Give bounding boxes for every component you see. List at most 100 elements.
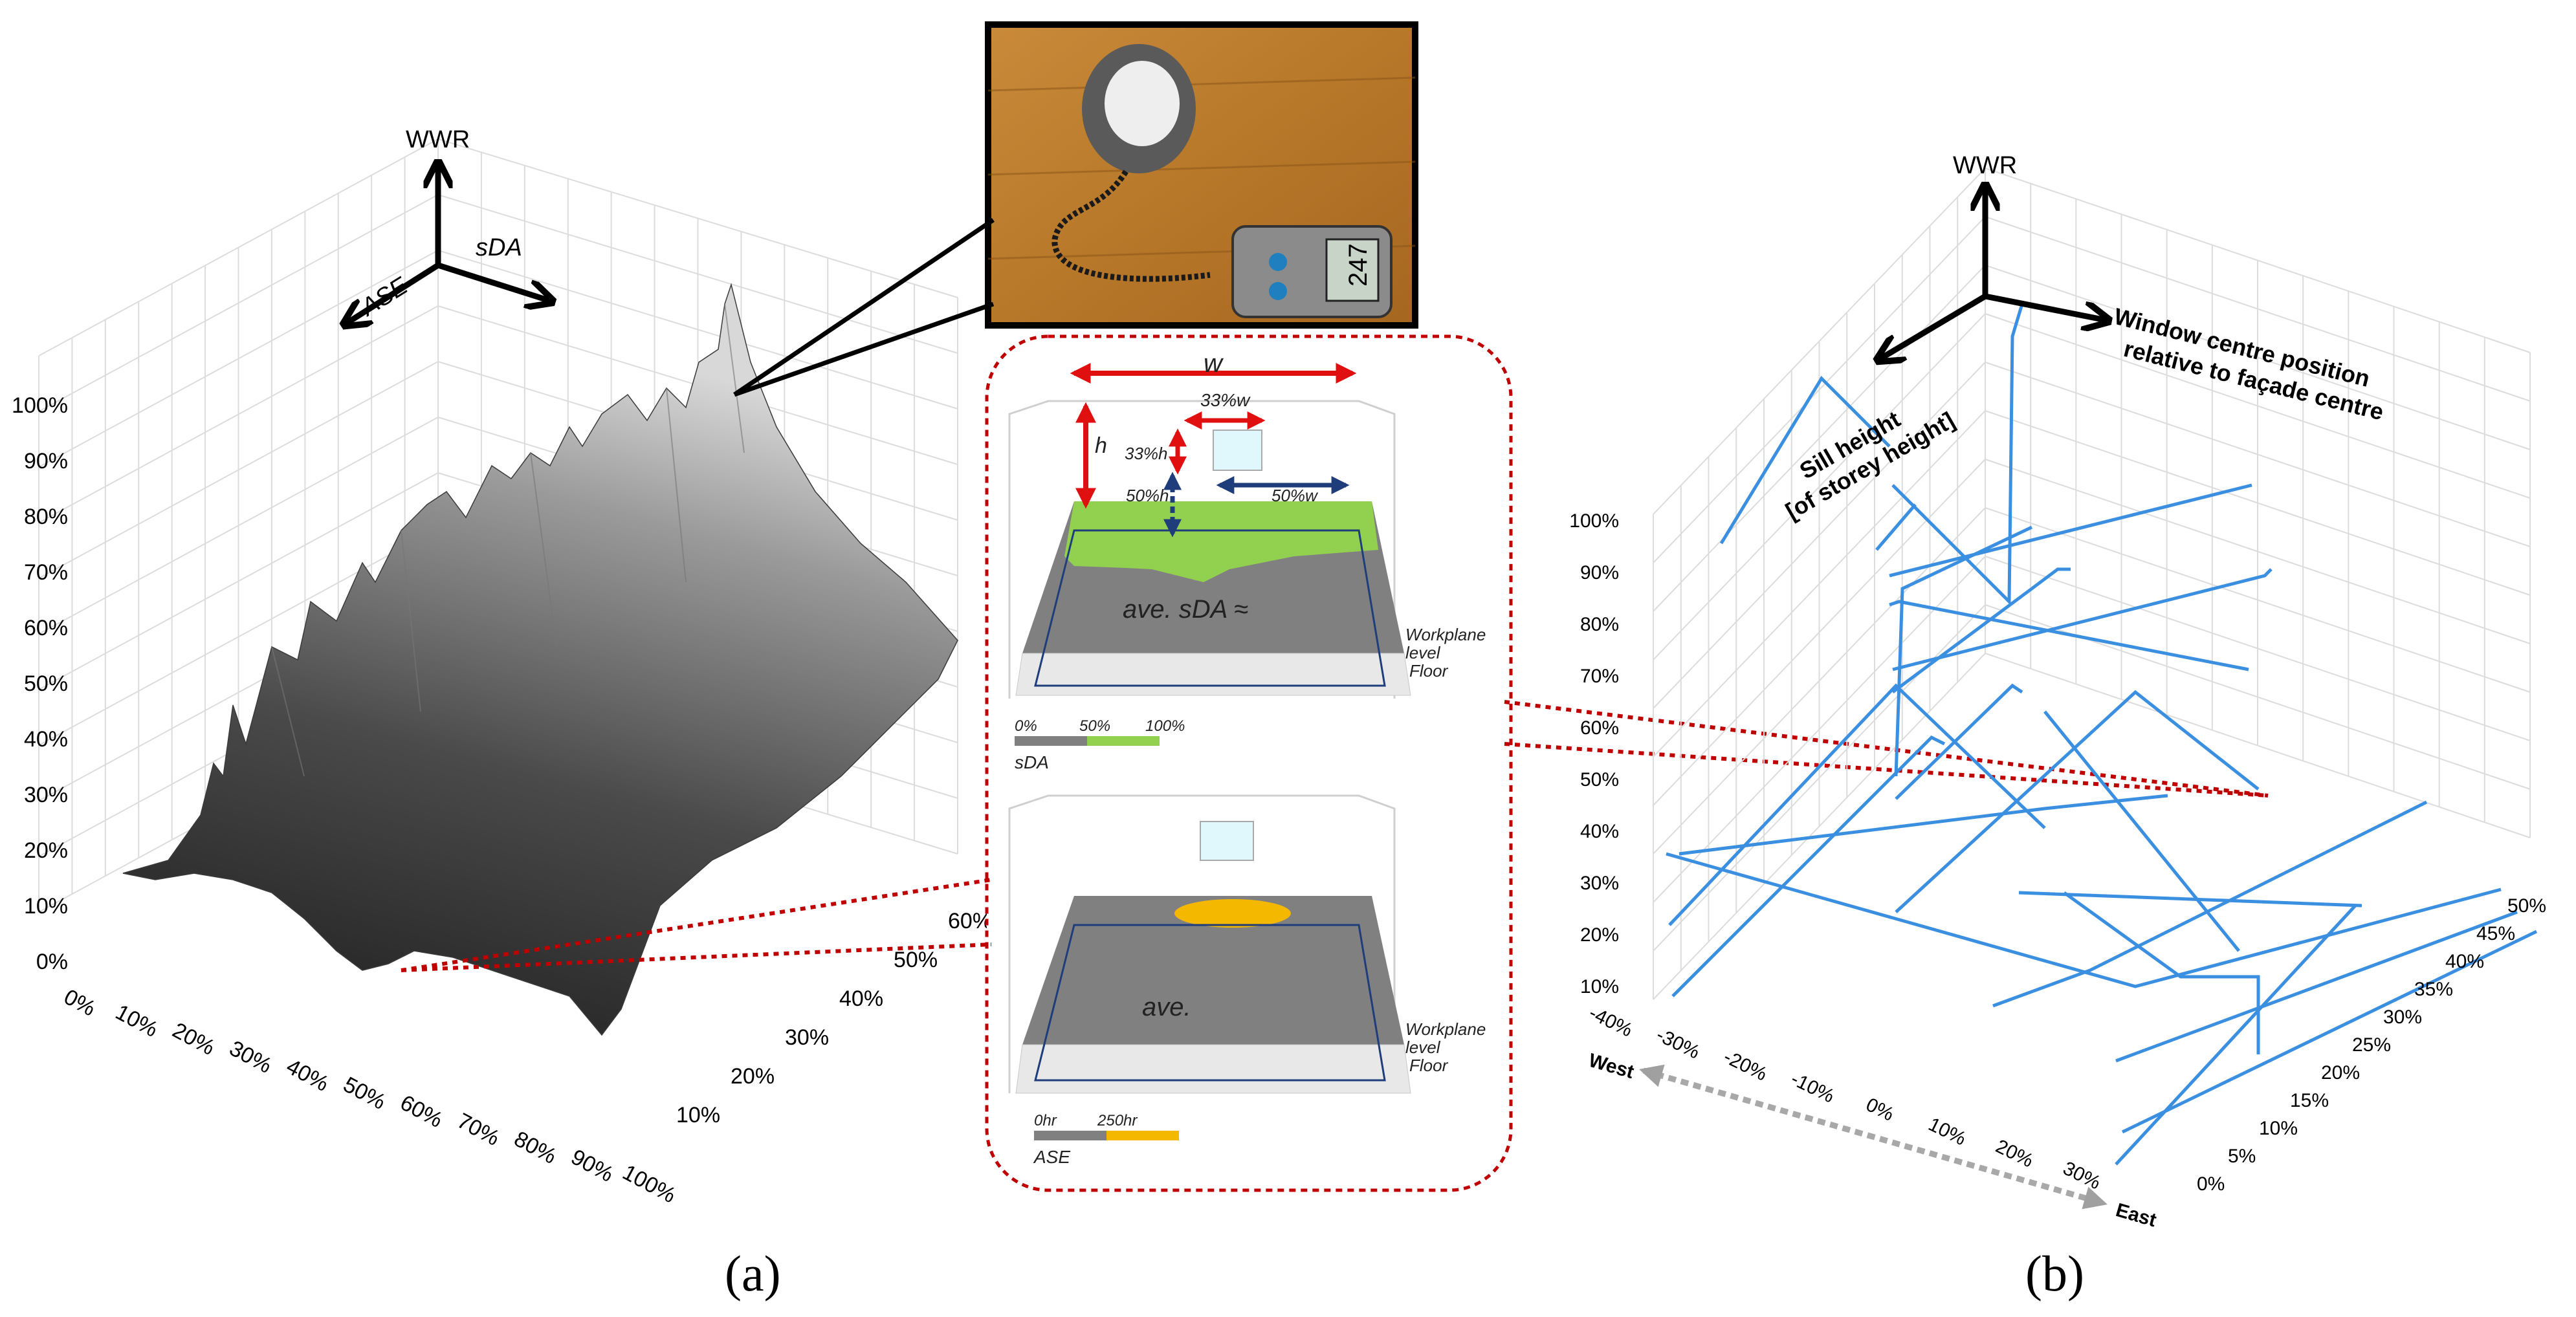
panel-b-axis-right-arrow <box>1985 293 2106 320</box>
panel-b-z-tick: 20% <box>2321 1062 2360 1083</box>
panel-a-z-tick: 30% <box>785 1025 829 1050</box>
panel-b-z-tick: 15% <box>2290 1090 2329 1111</box>
sda-floor <box>1015 653 1411 696</box>
panel-b-caption: (b) <box>2025 1245 2084 1301</box>
design-line <box>2018 891 2362 1166</box>
simulation-inset: w h 33%w 33%h 50%h 50%w ave. sDA ≈ Workp… <box>985 334 1513 1192</box>
panel-b-z-tick: 50% <box>2507 895 2546 917</box>
design-line <box>1679 794 2168 856</box>
panel-b-x-tick: -30% <box>1653 1024 1702 1063</box>
panel-b-axis-up-label: WWR <box>1953 152 2017 179</box>
panel-a-x-tick: 0% <box>60 985 100 1021</box>
design-line <box>1891 303 2024 605</box>
design-line <box>1895 690 2260 913</box>
panel-a-x-tick: 40% <box>282 1054 333 1097</box>
height-label: h <box>1095 433 1107 458</box>
panel-b-y-tick: 80% <box>1580 614 1619 635</box>
panel-b-design-lines <box>1666 303 2538 1166</box>
sensor-dome <box>1105 61 1180 146</box>
panel-b-z-tick: 0% <box>2197 1173 2225 1195</box>
window-width-label: 33%w <box>1200 390 1251 410</box>
panel-b-y-tick: 60% <box>1580 717 1619 739</box>
panel-b: WWR Sill height [of storey height] Windo… <box>1569 152 2546 1301</box>
panel-a-y-tick: 20% <box>24 838 68 863</box>
panel-b-x-tick: 30% <box>2060 1157 2104 1193</box>
sda-legend-50: 50% <box>1079 717 1110 735</box>
meter-display-value: 247 <box>1344 243 1372 287</box>
west-east-arrow <box>1639 1064 2108 1210</box>
design-line <box>1719 375 1917 551</box>
photo-callout <box>733 218 995 397</box>
panel-a-y-tick: 90% <box>24 449 68 473</box>
ase-window <box>1200 821 1254 861</box>
panel-a-x-tick: 60% <box>396 1091 446 1133</box>
panel-a-y-ticks: 0%10%20%30%40%50%60%70%80%90%100% <box>12 393 68 974</box>
sda-level-label: level <box>1405 643 1441 662</box>
panel-a-z-tick: 40% <box>839 986 883 1011</box>
sda-room: w h 33%w 33%h 50%h 50%w ave. sDA ≈ Workp… <box>1008 349 1486 772</box>
panel-a-x-tick: 30% <box>225 1036 276 1079</box>
panel-a-surface <box>122 283 958 1036</box>
width-label: w <box>1204 349 1224 378</box>
design-line <box>1889 483 2252 952</box>
panel-b-x-tick: -10% <box>1787 1068 1837 1107</box>
panel-a-x-tick: 70% <box>453 1109 503 1151</box>
ase-legend-yellow <box>1106 1131 1179 1140</box>
panel-b-y-tick: 30% <box>1580 873 1619 894</box>
panel-b-y-tick: 10% <box>1580 976 1619 997</box>
panel-b-grid <box>1653 168 2531 1000</box>
design-line <box>1889 600 2249 671</box>
panel-a-y-tick: 0% <box>36 950 68 974</box>
sda-legend-name: sDA <box>1015 752 1049 772</box>
panel-a-x-tick: 20% <box>168 1018 219 1061</box>
panel-a-y-tick: 10% <box>24 894 68 919</box>
panel-a-z-ticks: 10%20%30%40%50%60% <box>676 909 992 1127</box>
panel-a-x-tick: 100% <box>619 1160 680 1208</box>
panel-b-y-tick: 100% <box>1569 510 1619 532</box>
sda-legend-100: 100% <box>1145 717 1185 735</box>
panel-b-z-tick: 35% <box>2414 979 2453 1000</box>
panel-a-x-tick: 50% <box>339 1072 390 1115</box>
sda-window <box>1213 430 1262 471</box>
panel-b-z-tick: 30% <box>2383 1007 2422 1028</box>
panel-a-y-tick: 70% <box>24 560 68 585</box>
window-height-label: 33%h <box>1125 444 1168 463</box>
panel-a-axis-left-arrow <box>346 263 440 323</box>
panel-a-z-tick: 50% <box>894 948 938 972</box>
design-line <box>1892 568 2273 671</box>
panel-a-surface-ridges <box>271 303 745 777</box>
panel-b-x-tick: -40% <box>1585 1002 1635 1041</box>
panel-b-y-ticks: 10%20%30%40%50%60%70%80%90%100% <box>1569 510 1619 997</box>
panel-b-z-tick: 45% <box>2476 923 2515 944</box>
design-line <box>1666 852 2502 988</box>
design-line <box>1668 683 2046 926</box>
panel-b-x-tick: -20% <box>1720 1046 1770 1085</box>
panel-a-z-tick: 10% <box>676 1103 720 1127</box>
window-sill-label: 50%h <box>1126 486 1169 505</box>
meter-display <box>1325 238 1380 302</box>
panel-a-axis-right-arrow <box>437 262 550 301</box>
design-line <box>2115 910 2538 1134</box>
panel-a-y-tick: 30% <box>24 783 68 807</box>
panel-b-y-tick: 20% <box>1580 924 1619 946</box>
panel-b-y-tick: 70% <box>1580 666 1619 687</box>
panel-b-z-tick: 25% <box>2352 1034 2391 1056</box>
ase-room: ave. Workplane level Floor 0hr 250hr ASE <box>1008 794 1486 1167</box>
window-offset-label: 50%w <box>1271 486 1319 505</box>
panel-a-y-tick: 60% <box>24 616 68 640</box>
sda-floor-label: Floor <box>1409 661 1449 680</box>
panel-b-y-tick: 40% <box>1580 821 1619 842</box>
panel-a-caption: (a) <box>725 1245 781 1301</box>
ase-average-label: ave. <box>1142 993 1191 1021</box>
panel-a-y-tick: 80% <box>24 505 68 529</box>
panel-a-axis-up-label: WWR <box>406 126 470 153</box>
meter-cable <box>1051 169 1211 282</box>
west-label: West <box>1586 1050 1636 1083</box>
panel-a-x-tick: 90% <box>567 1145 617 1188</box>
panel-a-x-tick: 80% <box>510 1127 560 1170</box>
panel-b-x-tick: 10% <box>1925 1113 1969 1149</box>
ase-legend-name: ASE <box>1033 1147 1070 1167</box>
design-line <box>1992 800 2428 1008</box>
ase-legend-250: 250hr <box>1097 1112 1138 1129</box>
